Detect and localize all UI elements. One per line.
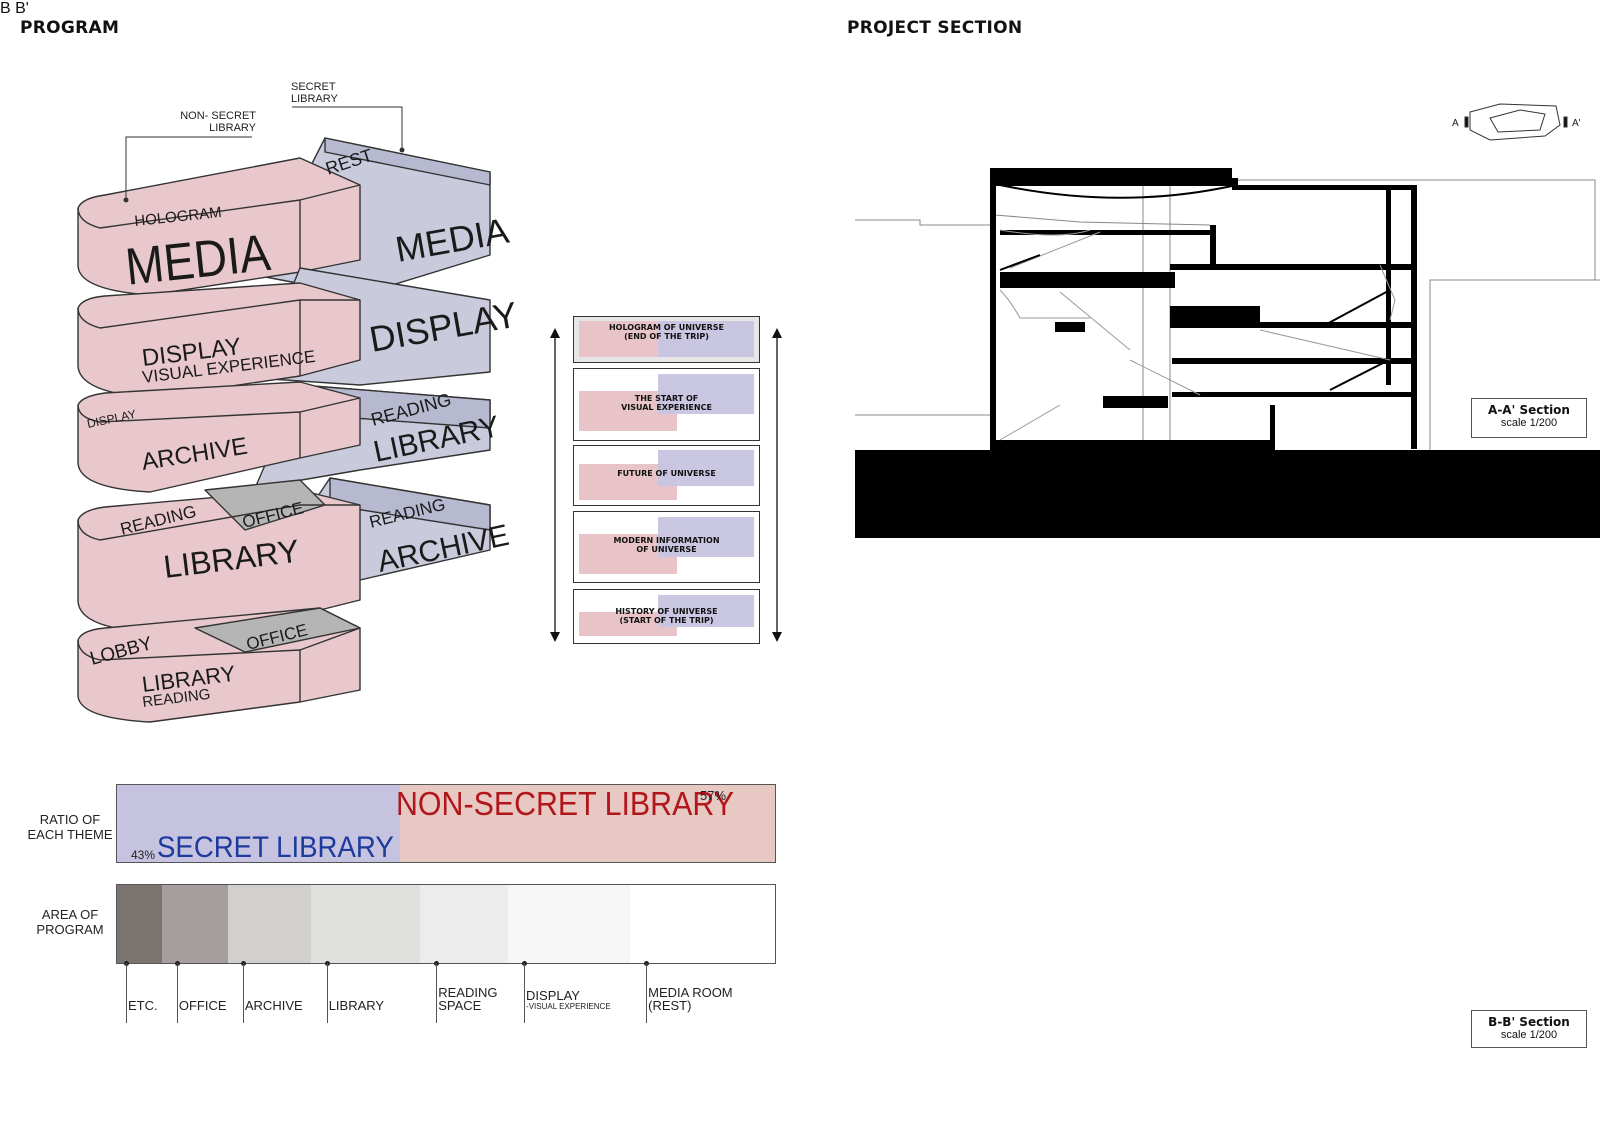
ratio-bar: 43% SECRET LIBRARY NON-SECRET LIBRARY 57… bbox=[116, 784, 776, 863]
key-a-label: A bbox=[1452, 118, 1459, 129]
section-a-title-box: A-A' Section scale 1/200 bbox=[1471, 398, 1587, 438]
key-b-label: B bbox=[0, 0, 11, 17]
ratio-nonsecret-pct: 57% bbox=[700, 788, 727, 803]
stage-label: HOLOGRAM OF UNIVERSE (END OF THE TRIP) bbox=[608, 323, 725, 341]
stage-hologram: HOLOGRAM OF UNIVERSE (END OF THE TRIP) bbox=[573, 316, 760, 363]
area-segment-archive bbox=[227, 885, 312, 963]
area-of-program-bar bbox=[116, 884, 776, 964]
area-segment-office bbox=[161, 885, 228, 963]
ratio-row-label: RATIO OF EACH THEME bbox=[27, 812, 113, 842]
stage-history: HISTORY OF UNIVERSE (START OF THE TRIP) bbox=[573, 589, 760, 644]
section-a-drawing bbox=[855, 168, 1600, 538]
key-plan-a bbox=[1464, 103, 1568, 141]
key-a-prime-label: A' bbox=[1572, 118, 1581, 129]
area-segment-media-room bbox=[629, 885, 775, 963]
section-a-title: A-A' Section bbox=[1488, 403, 1570, 417]
section-a-scale: scale 1/200 bbox=[1500, 417, 1558, 429]
stage-label: HISTORY OF UNIVERSE (START OF THE TRIP) bbox=[615, 607, 718, 625]
area-row-label: AREA OF PROGRAM bbox=[36, 907, 104, 937]
ratio-secret-pct: 43% bbox=[131, 848, 156, 862]
journey-arrows bbox=[550, 328, 782, 642]
level-5-block bbox=[77, 607, 361, 723]
stage-modern: MODERN INFORMATION OF UNIVERSE bbox=[573, 511, 760, 583]
project-section-heading: PROJECT SECTION bbox=[847, 18, 1023, 38]
stage-start-visual: THE START OF VISUAL EXPERIENCE bbox=[573, 368, 760, 441]
ratio-nonsecret-segment bbox=[399, 785, 775, 862]
program-blocks-diagram: HOLOGRAM MEDIA REST MEDIA DISPLAY VISUAL… bbox=[77, 106, 521, 723]
level-1-block bbox=[77, 137, 491, 296]
stage-label: FUTURE OF UNIVERSE bbox=[617, 469, 716, 478]
stage-label: THE START OF VISUAL EXPERIENCE bbox=[621, 394, 712, 412]
section-b-title-box: B-B' Section scale 1/200 bbox=[1471, 1010, 1587, 1048]
stage-future: FUTURE OF UNIVERSE bbox=[573, 445, 760, 506]
area-segment-reading bbox=[420, 885, 508, 963]
ratio-secret-segment bbox=[117, 785, 400, 862]
area-segment-library bbox=[311, 885, 421, 963]
program-heading: PROGRAM bbox=[20, 18, 120, 38]
area-segment-etc bbox=[117, 885, 162, 963]
ratio-nonsecret-label: NON-SECRET LIBRARY bbox=[396, 785, 734, 822]
level-3-block bbox=[77, 381, 491, 493]
ratio-secret-label: SECRET LIBRARY bbox=[157, 831, 394, 863]
callout-secret-library: SECRET LIBRARY bbox=[291, 81, 338, 105]
level-2-block bbox=[77, 267, 491, 399]
stage-label: MODERN INFORMATION OF UNIVERSE bbox=[613, 536, 720, 554]
area-segment-display bbox=[507, 885, 630, 963]
callout-non-secret-library: NON- SECRET LIBRARY bbox=[180, 110, 256, 134]
key-b-prime-label: B' bbox=[15, 0, 29, 17]
section-b-title: B-B' Section bbox=[1488, 1015, 1570, 1029]
section-b-scale: scale 1/200 bbox=[1500, 1029, 1558, 1041]
